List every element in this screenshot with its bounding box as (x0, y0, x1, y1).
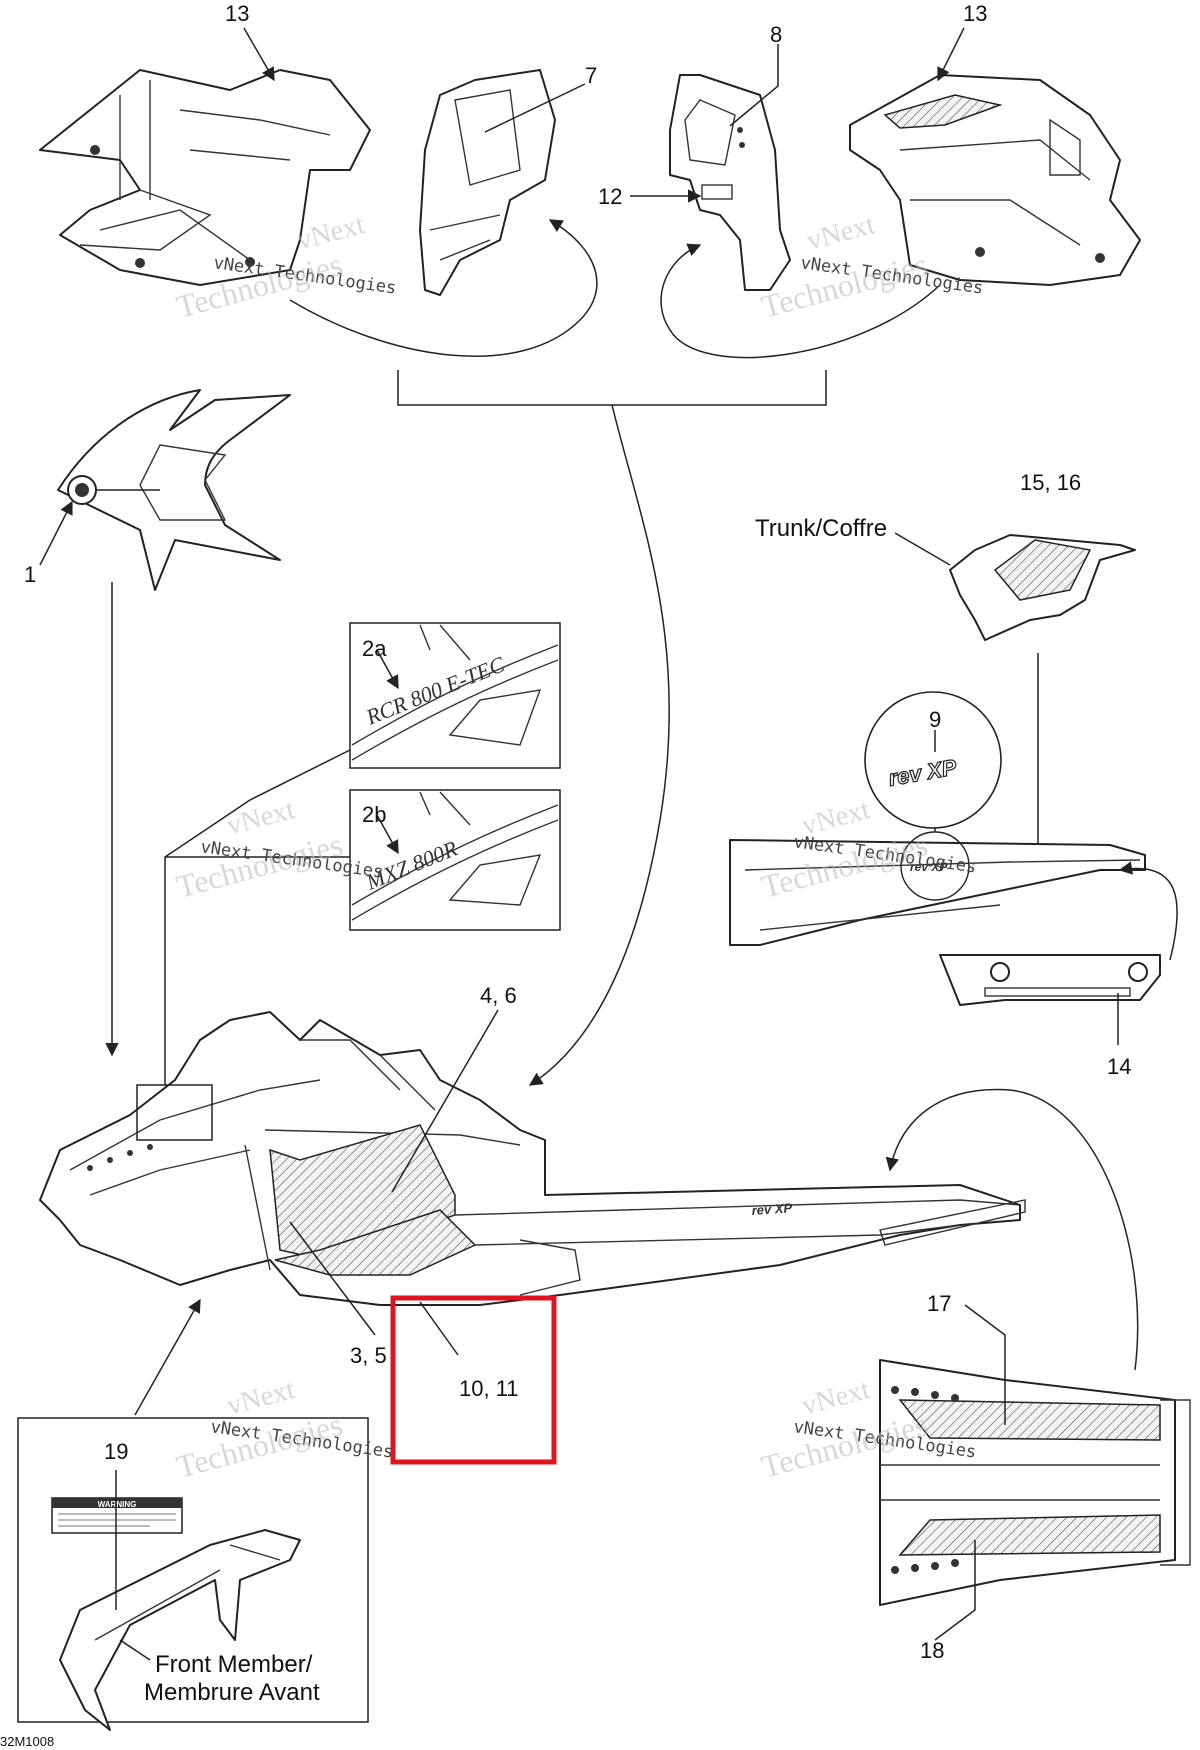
warning-label-title: WARNING (98, 1500, 137, 1509)
tunnel-section: rev XP (729, 831, 1146, 946)
callout-13-left: 13 (225, 1, 249, 26)
left-gauge-cover (419, 69, 556, 296)
callout-1: 1 (24, 562, 36, 587)
callout-14: 14 (1107, 1054, 1131, 1079)
watermark-5: vNext Technologies vNext Technologies (172, 1374, 394, 1485)
svg-text:Technologies: Technologies (172, 826, 346, 905)
callout-15-16: 15, 16 (1020, 470, 1081, 495)
right-gauge-cover (669, 74, 791, 291)
front-member-box: WARNING (17, 1417, 369, 1731)
figure-code: 32M1008 (0, 1734, 54, 1749)
callout-12: 12 (598, 184, 622, 209)
callout-7: 7 (585, 63, 597, 88)
left-side-panel (39, 69, 371, 286)
callout-10-11: 10, 11 (459, 1376, 519, 1401)
callout-8: 8 (770, 22, 782, 47)
callout-2a: 2a (362, 636, 387, 661)
front-member-label-line2: Membrure Avant (144, 1679, 320, 1706)
callout-17: 17 (927, 1291, 951, 1316)
decal-9-circle: rev XP (864, 691, 1002, 829)
callout-3-5: 3, 5 (350, 1343, 387, 1368)
callout-9: 9 (929, 707, 941, 732)
trunk-part (949, 534, 1136, 641)
callout-18: 18 (920, 1638, 944, 1663)
tunnel-logo-text: rev XP (751, 1200, 793, 1218)
callout-2b: 2b (362, 802, 386, 827)
hood-part (57, 389, 291, 591)
tunnel-top-view (879, 1359, 1191, 1606)
watermark-3: vNext Technologies vNext Technologies (172, 794, 384, 905)
front-member-label-line1: Front Member/ (155, 1651, 313, 1678)
svg-text:vNext: vNext (224, 1374, 298, 1422)
sled-body: rev XP (39, 1011, 1026, 1306)
callout-19: 19 (104, 1439, 128, 1464)
callout-13-right: 13 (963, 1, 987, 26)
svg-text:rev XP: rev XP (910, 860, 948, 874)
right-side-panel (849, 74, 1141, 286)
rear-bumper (939, 954, 1161, 1006)
trunk-label: Trunk/Coffre (755, 515, 887, 542)
callout-4-6: 4, 6 (480, 983, 517, 1008)
svg-text:vNext: vNext (804, 209, 878, 257)
highlight-box-10-11 (390, 1295, 557, 1465)
svg-text:vNext: vNext (799, 1374, 873, 1422)
svg-text:vNext: vNext (224, 794, 298, 842)
svg-text:vNext: vNext (799, 794, 873, 842)
